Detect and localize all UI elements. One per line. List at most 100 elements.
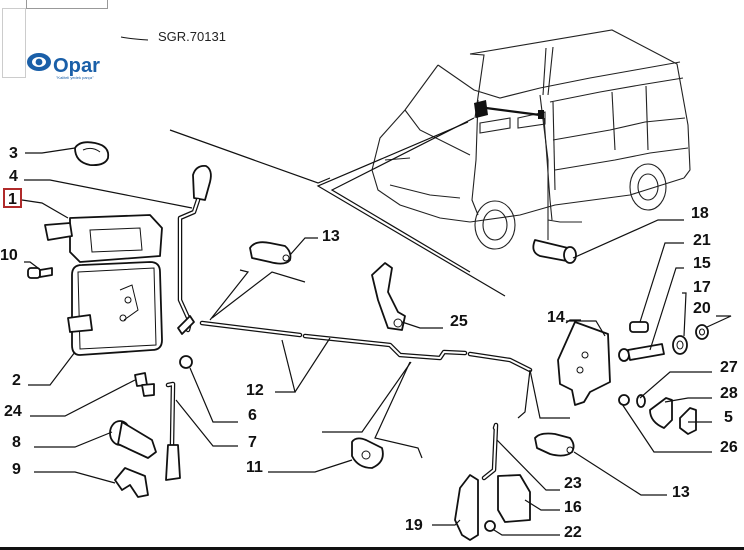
code-leader: [120, 36, 149, 41]
leader-3: [25, 147, 76, 154]
part-6-nut: [179, 355, 193, 369]
callout-13-upper[interactable]: 13: [322, 228, 340, 245]
part-16-plate: [497, 474, 531, 523]
leader-15: [649, 267, 684, 351]
leader-12: [275, 339, 296, 393]
leader-7: [175, 399, 238, 447]
part-20-washer: [695, 324, 709, 340]
callout-12[interactable]: 12: [246, 382, 264, 399]
part-21-bolt: [629, 321, 649, 333]
part-4-handle-rod: [177, 165, 212, 335]
frame-edge-top: [26, 0, 108, 9]
callout-15[interactable]: 15: [693, 255, 711, 272]
part-14-latch: [557, 321, 611, 406]
leader-13-lower: [573, 451, 667, 496]
leader-line: [374, 361, 423, 459]
callout-7[interactable]: 7: [248, 434, 257, 451]
logo-tagline: "Kaliteli yedek parça": [56, 75, 94, 80]
callout-8[interactable]: 8: [12, 434, 21, 451]
leader-6: [189, 367, 238, 423]
leader-25: [401, 321, 443, 329]
van-leader: [330, 117, 475, 273]
leader-2: [28, 351, 76, 386]
callout-19[interactable]: 19: [405, 517, 423, 534]
leader-14-tick: [565, 319, 581, 324]
part-12-rods: [199, 320, 533, 373]
leader-line: [316, 121, 506, 297]
callout-10[interactable]: 10: [0, 247, 18, 264]
opar-logo: Opar "Kaliteli yedek parça": [27, 53, 100, 80]
callout-13-lower[interactable]: 13: [672, 484, 690, 501]
leader-18: [572, 219, 684, 259]
part-23-rod-inner: [483, 424, 497, 479]
part-22-nut: [484, 520, 496, 532]
part-19-actuator: [454, 474, 479, 541]
van-illustration: [371, 29, 691, 250]
leader-4: [24, 179, 193, 209]
callout-6[interactable]: 6: [248, 407, 257, 424]
frame-edge-left: [2, 8, 26, 78]
callout-5[interactable]: 5: [724, 409, 733, 426]
part-5-plate: [679, 407, 697, 435]
callout-1-highlight-box: [3, 188, 22, 208]
part-24-clip: [134, 372, 155, 397]
leader-21: [639, 242, 684, 323]
leader-8: [34, 431, 113, 448]
part-25-bracket: [371, 262, 406, 331]
leader-line: [209, 269, 250, 321]
leader-line: [211, 271, 306, 319]
part-11-lock-lever: [351, 437, 384, 469]
eye-logo-icon: [27, 53, 51, 71]
leader-24: [30, 379, 136, 417]
callout-26[interactable]: 26: [720, 439, 738, 456]
leader-1: [21, 199, 69, 219]
leader-line: [517, 369, 531, 419]
leader-10: [24, 261, 39, 269]
callout-23[interactable]: 23: [564, 475, 582, 492]
callout-16[interactable]: 16: [564, 499, 582, 516]
part-8-lock-cylinder: [109, 420, 157, 459]
callout-28[interactable]: 28: [720, 385, 738, 402]
leader-27: [639, 371, 712, 399]
part-2-lock-plate: [67, 261, 163, 356]
part-1-handle: [44, 214, 163, 263]
callout-25[interactable]: 25: [450, 313, 468, 330]
part-3-cap: [74, 141, 110, 167]
callout-17[interactable]: 17: [693, 279, 711, 296]
diagram-code: SGR.70131: [158, 29, 226, 44]
callout-9[interactable]: 9: [12, 461, 21, 478]
callout-21[interactable]: 21: [693, 232, 711, 249]
callout-4[interactable]: 4: [9, 168, 18, 185]
callout-22[interactable]: 22: [564, 524, 582, 541]
leader-16: [524, 499, 560, 511]
leader-17: [682, 292, 687, 337]
callout-3[interactable]: 3: [9, 145, 18, 162]
part-10-screw: [27, 267, 53, 279]
callout-24[interactable]: 24: [4, 403, 22, 420]
callout-11[interactable]: 11: [246, 459, 263, 476]
callout-2[interactable]: 2: [12, 372, 21, 389]
callout-14[interactable]: 14: [547, 309, 565, 326]
leader-26: [621, 403, 712, 453]
leader-28: [664, 397, 712, 403]
bottom-border: [0, 547, 744, 550]
part-26-screw: [618, 394, 630, 406]
callout-18[interactable]: 18: [691, 205, 709, 222]
leader-13-upper: [289, 237, 318, 256]
leader-14: [566, 320, 606, 337]
part-27-washer: [636, 394, 646, 408]
logo-wordmark: Opar: [53, 55, 100, 77]
leader-12: [294, 337, 331, 393]
callout-20[interactable]: 20: [693, 300, 711, 317]
callout-1[interactable]: 1: [8, 191, 17, 208]
callout-27[interactable]: 27: [720, 359, 738, 376]
leader-line: [529, 369, 570, 419]
leader-9: [34, 471, 116, 484]
part-17-washer: [672, 335, 688, 355]
part-9-retainer-clip: [114, 467, 149, 498]
leader-23: [496, 439, 560, 491]
part-15-stud: [618, 343, 665, 362]
leader-line: [169, 129, 331, 184]
leader-22: [493, 529, 560, 536]
